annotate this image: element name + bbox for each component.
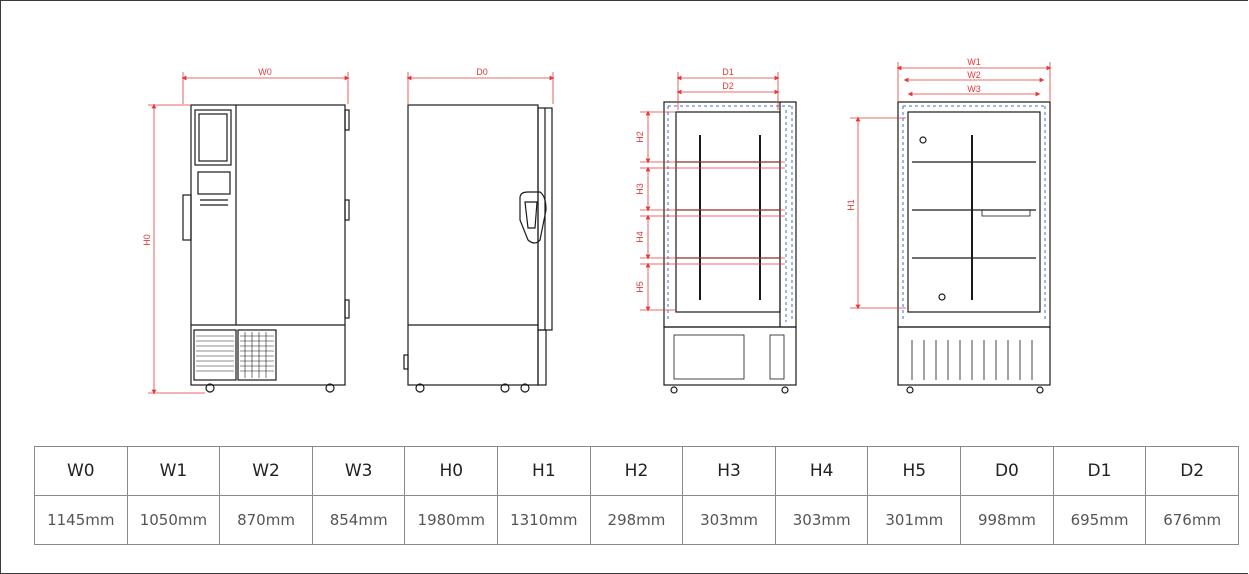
header-cell: H1 [497, 446, 591, 496]
header-cell: D2 [1145, 446, 1239, 496]
header-cell: H5 [867, 446, 962, 496]
dim-label-d1: D1 [722, 67, 734, 77]
dim-label-h1: H1 [846, 199, 856, 211]
front-section-grille [911, 340, 1033, 380]
front-section-insulation [902, 105, 1046, 322]
value-cell: 301mm [867, 495, 962, 545]
front-dimensions [148, 72, 350, 395]
front-section-dimensions [850, 62, 1052, 310]
table-row: 1145mm 1050mm 870mm 854mm 1980mm 1310mm … [34, 495, 1239, 545]
front-vent-grille [196, 332, 274, 378]
side-section-insulation [667, 105, 793, 322]
table-header-row: W0 W1 W2 W3 H0 H1 H2 H3 H4 H5 D0 D1 D2 [34, 446, 1239, 496]
header-cell: D1 [1052, 446, 1147, 496]
dim-label-h0: H0 [142, 234, 152, 246]
side-section-dimensions [640, 72, 785, 312]
value-cell: 870mm [219, 495, 313, 545]
header-cell: D0 [960, 446, 1054, 496]
dimension-spec-table: W0 W1 W2 W3 H0 H1 H2 H3 H4 H5 D0 D1 D2 1… [34, 446, 1239, 545]
side-dimensions [406, 72, 555, 104]
technical-drawing: W0 H0 D0 [142, 57, 1052, 395]
side-view [403, 104, 553, 393]
value-cell: 695mm [1052, 495, 1147, 545]
value-cell: 998mm [960, 495, 1054, 545]
value-cell: 676mm [1145, 495, 1239, 545]
value-cell: 854mm [311, 495, 406, 545]
value-cell: 1980mm [404, 495, 499, 545]
value-cell: 303mm [774, 495, 869, 545]
dim-label-h2: H2 [635, 131, 645, 143]
header-cell: H3 [682, 446, 776, 496]
front-view [182, 104, 350, 393]
dim-label-h4: H4 [635, 231, 645, 243]
side-section-view [663, 101, 797, 394]
value-cell: 1145mm [34, 495, 128, 545]
header-cell: W2 [219, 446, 313, 496]
header-cell: W0 [34, 446, 128, 496]
value-cell: 1050mm [126, 495, 221, 545]
dim-label-d0: D0 [476, 67, 488, 77]
front-section-view [897, 101, 1051, 394]
value-cell: 298mm [589, 495, 684, 545]
value-cell: 303mm [682, 495, 776, 545]
header-cell: H2 [589, 446, 684, 496]
dim-label-w2: W2 [967, 70, 981, 80]
header-cell: H0 [404, 446, 499, 496]
dim-label-d2: D2 [722, 81, 734, 91]
dim-label-w0: W0 [258, 67, 272, 77]
dim-label-w3: W3 [967, 84, 981, 94]
header-cell: W1 [126, 446, 221, 496]
value-cell: 1310mm [497, 495, 591, 545]
dim-label-h3: H3 [635, 183, 645, 195]
dim-label-h5: H5 [635, 281, 645, 293]
header-cell: H4 [774, 446, 869, 496]
header-cell: W3 [311, 446, 406, 496]
dim-label-w1: W1 [967, 57, 981, 67]
